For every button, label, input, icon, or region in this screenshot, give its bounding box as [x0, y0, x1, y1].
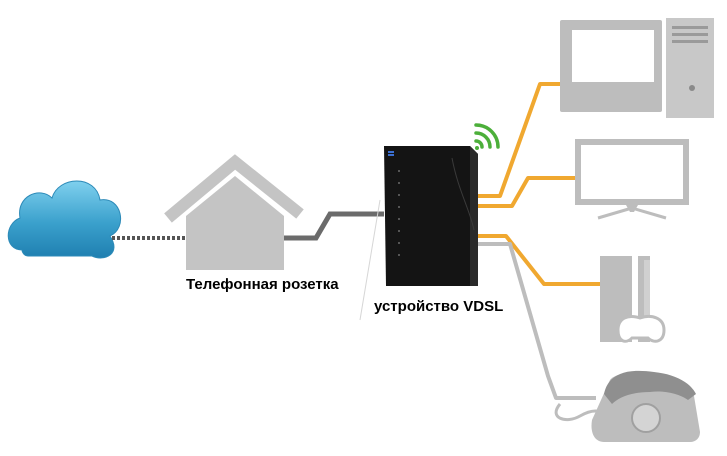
telephone-icon: [591, 370, 700, 442]
desktop-computer-icon: [560, 18, 714, 118]
cloud-icon: [7, 180, 121, 259]
phone-cable: [478, 242, 601, 421]
cable-to-monitor: [478, 176, 580, 208]
game-console-icon: [600, 250, 690, 346]
vdsl-device-label: устройство VDSL: [374, 298, 504, 315]
phone-line-to-router: [284, 211, 384, 241]
router-icon: [384, 146, 478, 286]
telephone-jack-label: Телефонная розетка: [186, 276, 339, 293]
house-icon: [164, 154, 304, 270]
cable-to-console: [478, 234, 600, 286]
router-stand-line: [359, 199, 381, 321]
tv-monitor-icon: [575, 139, 689, 220]
cable-to-computer: [478, 82, 560, 198]
wifi-icon: [474, 123, 500, 150]
ethernet-cables: [478, 82, 600, 286]
